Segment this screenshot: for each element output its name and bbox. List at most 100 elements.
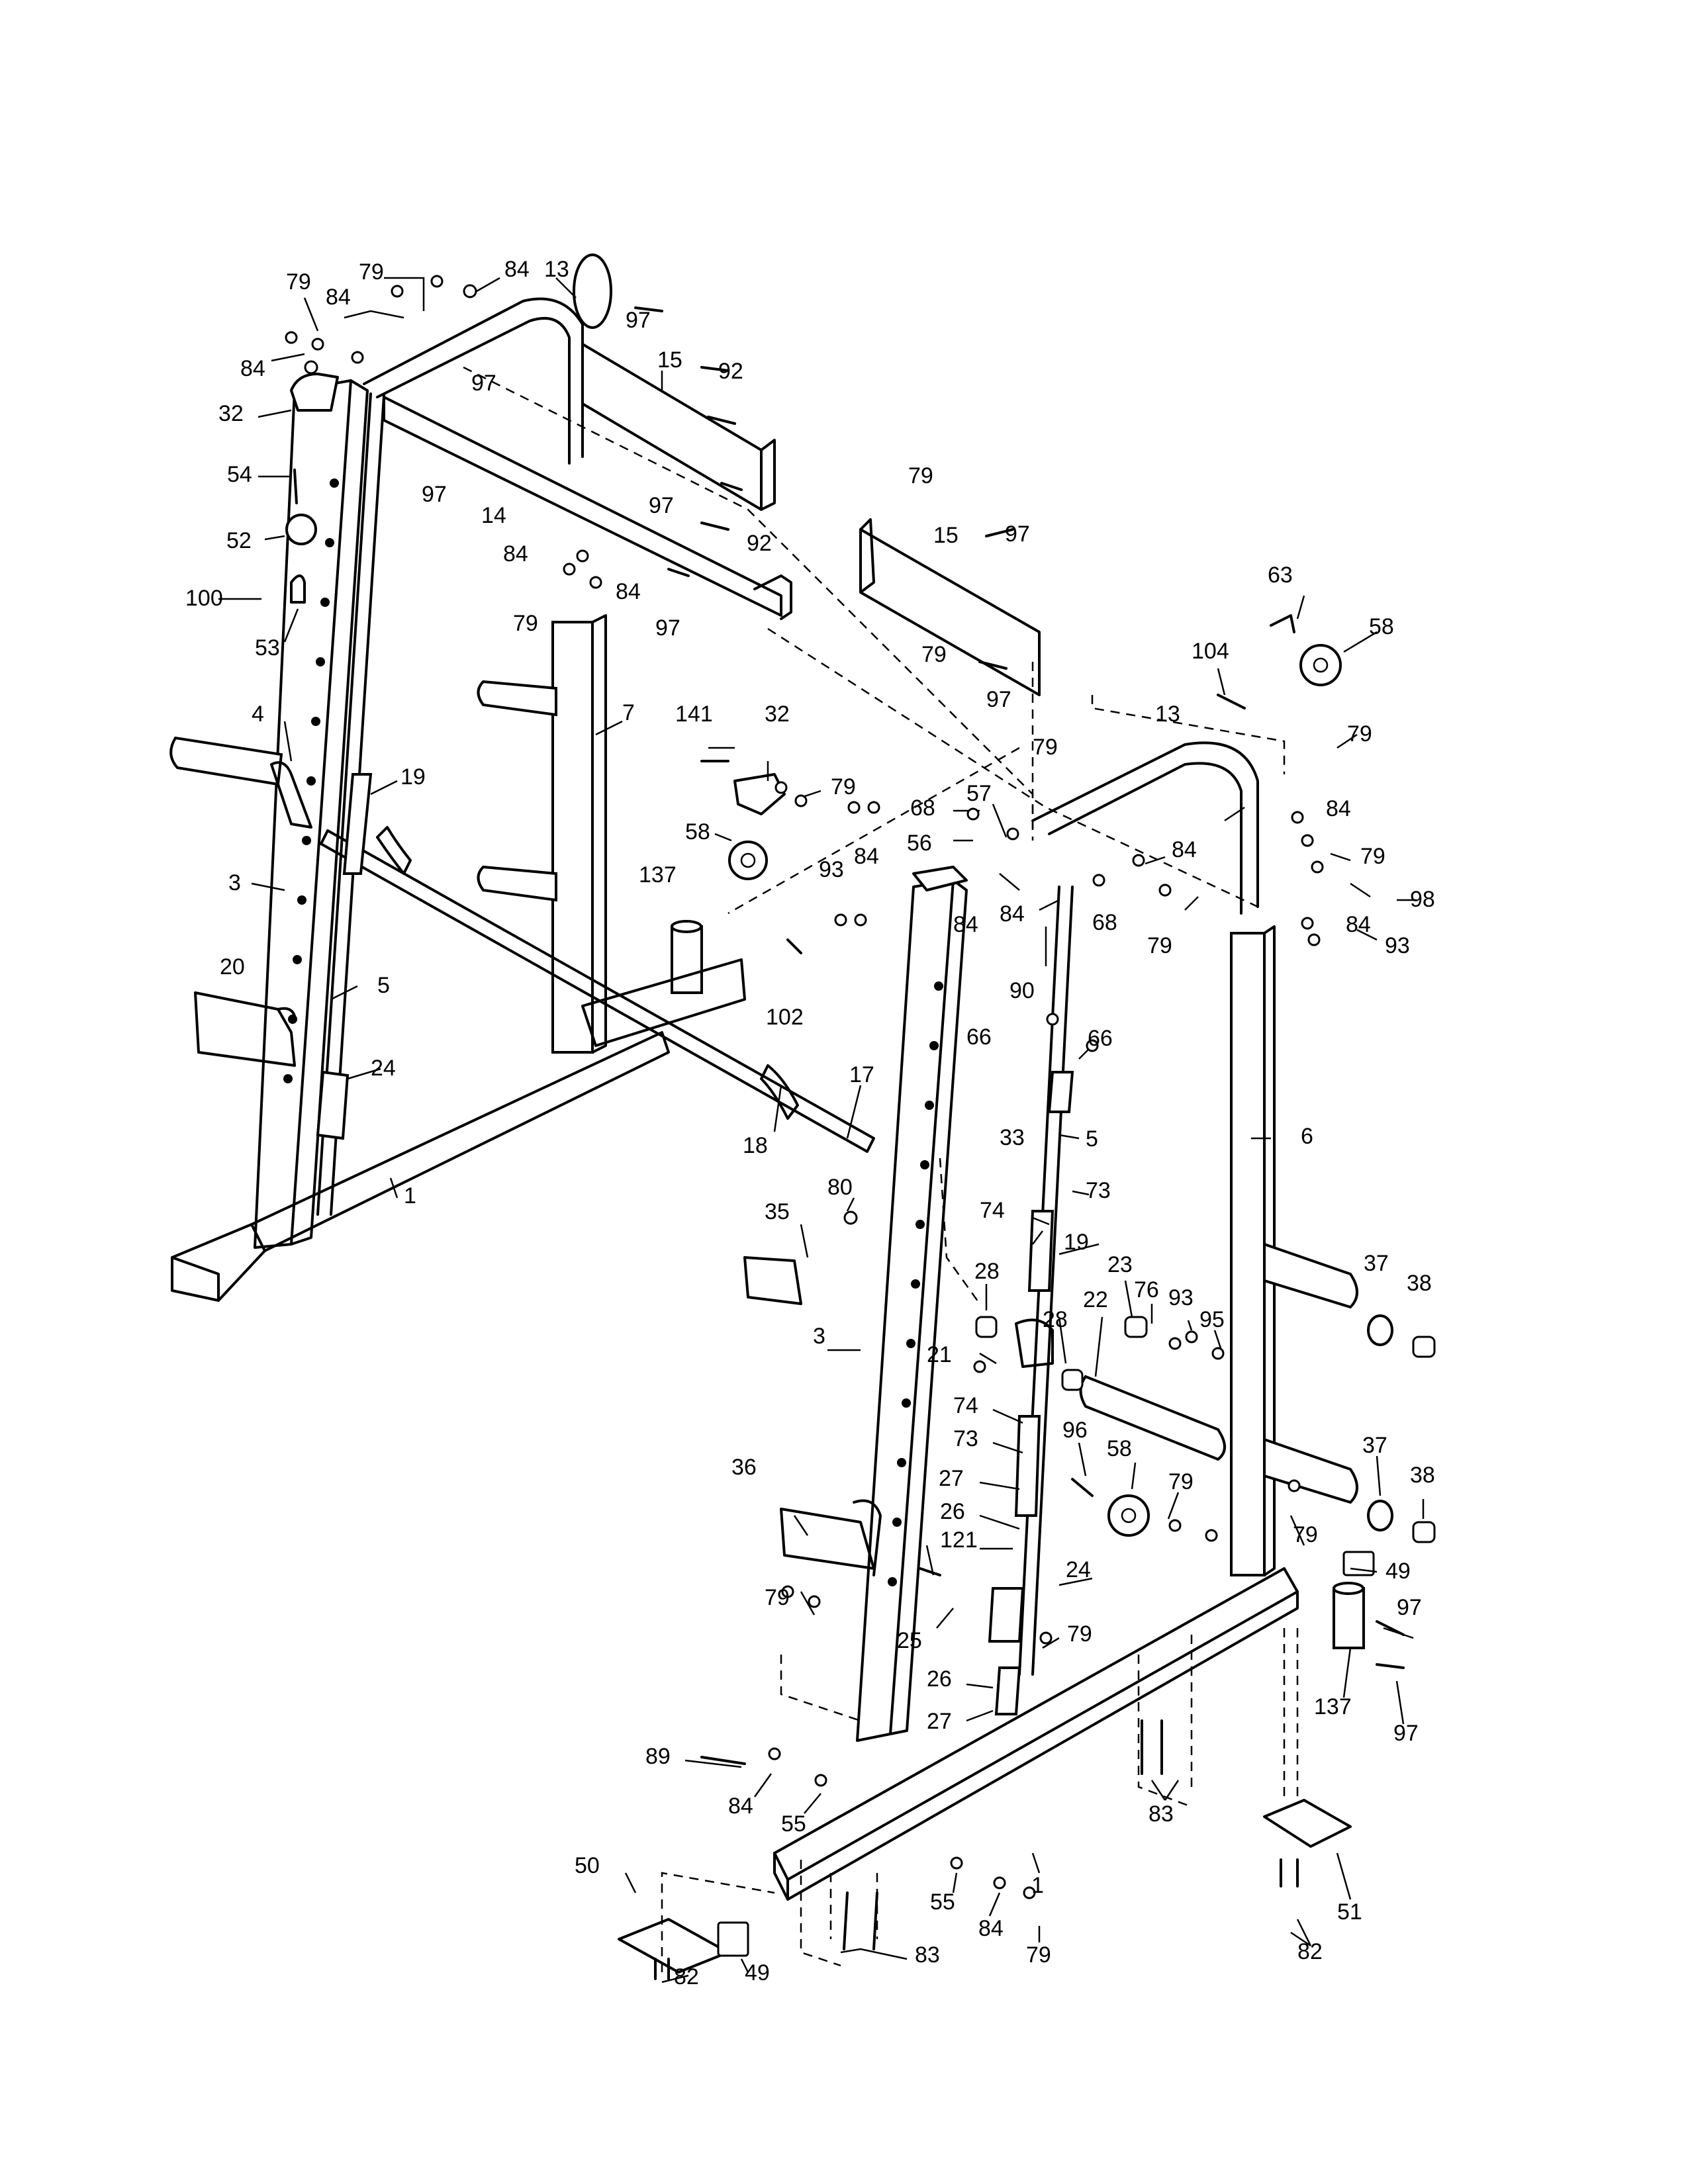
callout: 121 (940, 1527, 978, 1553)
callout: 26 (940, 1499, 965, 1524)
callout: 137 (639, 862, 677, 887)
callout: 66 (966, 1024, 992, 1050)
callout: 100 (185, 586, 223, 611)
callout: 19 (400, 764, 426, 790)
callout: 93 (819, 857, 844, 882)
callout: 84 (1172, 837, 1197, 862)
callout: 79 (921, 642, 947, 667)
callout: 18 (743, 1133, 768, 1158)
callout: 84 (978, 1916, 1004, 1941)
callout: 38 (1407, 1271, 1432, 1296)
callout: 17 (849, 1062, 874, 1087)
callout: 79 (513, 611, 538, 636)
callout: 76 (1134, 1277, 1159, 1302)
callout-labels: 79 79 84 13 84 84 97 15 92 32 97 97 54 1… (185, 257, 1435, 1989)
callout: 28 (974, 1259, 1000, 1284)
callout: 14 (481, 503, 506, 528)
callout: 74 (980, 1198, 1005, 1223)
callout: 84 (326, 285, 351, 310)
callout: 84 (503, 541, 528, 567)
callout: 82 (674, 1964, 699, 1989)
callout: 20 (220, 954, 245, 979)
right-frame (618, 518, 1436, 1974)
callout: 74 (953, 1393, 978, 1418)
callout: 32 (218, 401, 244, 426)
callout: 73 (953, 1426, 978, 1451)
callout: 79 (359, 259, 384, 285)
callout: 84 (953, 912, 978, 937)
callout: 15 (933, 523, 959, 548)
callout: 63 (1268, 563, 1293, 588)
callout: 84 (1326, 796, 1351, 821)
callout: 35 (765, 1199, 790, 1224)
callout: 84 (240, 356, 265, 381)
callout: 83 (915, 1942, 940, 1968)
callout: 32 (765, 702, 790, 727)
callout: 97 (1005, 522, 1030, 547)
callout: 37 (1364, 1251, 1389, 1276)
callout: 104 (1192, 639, 1229, 664)
callout: 6 (1301, 1124, 1313, 1149)
callout: 24 (1066, 1557, 1091, 1582)
callout: 79 (1347, 721, 1372, 747)
callout: 97 (471, 371, 496, 396)
callout: 89 (645, 1744, 671, 1769)
callout: 55 (781, 1811, 806, 1837)
callout: 53 (255, 635, 280, 660)
callout: 55 (930, 1889, 955, 1915)
callout: 137 (1314, 1694, 1352, 1719)
callout: 97 (655, 615, 680, 641)
left-frame (169, 253, 875, 1302)
callout: 79 (1026, 1942, 1051, 1968)
callout: 54 (227, 462, 252, 487)
callout: 51 (1337, 1899, 1362, 1925)
callout: 5 (377, 973, 390, 998)
right-upright-holes (888, 981, 943, 1586)
callout: 84 (1346, 912, 1371, 937)
callout: 90 (1009, 978, 1035, 1003)
callout: 52 (226, 528, 252, 553)
callout: 23 (1107, 1252, 1133, 1277)
callout: 97 (986, 687, 1011, 712)
callout: 80 (827, 1175, 853, 1200)
callout: 28 (1043, 1307, 1068, 1332)
callout: 58 (1107, 1436, 1132, 1461)
callout: 84 (728, 1794, 753, 1819)
callout: 79 (831, 774, 856, 799)
callout: 37 (1362, 1433, 1387, 1458)
callout: 56 (907, 831, 932, 856)
callout: 92 (747, 531, 772, 556)
callout: 79 (1033, 735, 1058, 760)
callout: 84 (1000, 901, 1025, 927)
callout: 93 (1168, 1285, 1194, 1310)
callout: 97 (422, 482, 447, 507)
callout: 5 (1086, 1126, 1098, 1152)
callout: 84 (854, 844, 879, 869)
callout: 24 (371, 1056, 396, 1081)
callout: 95 (1199, 1307, 1225, 1332)
callout: 58 (685, 819, 710, 844)
callout: 79 (286, 269, 311, 295)
callout: 1 (1031, 1873, 1044, 1898)
callout: 93 (1385, 933, 1410, 958)
callout: 79 (1360, 844, 1385, 869)
callout: 19 (1064, 1230, 1089, 1255)
callout: 26 (927, 1666, 952, 1692)
left-upright-holes (283, 478, 339, 1083)
callout: 4 (252, 702, 264, 727)
callout: 36 (731, 1455, 757, 1480)
callout: 92 (718, 359, 743, 384)
leader-lines (218, 277, 1425, 1983)
assembly-lines (463, 366, 1299, 1972)
hardware (285, 275, 1405, 1980)
callout: 22 (1083, 1287, 1108, 1312)
callout: 13 (544, 257, 569, 282)
callout: 66 (1088, 1026, 1113, 1051)
callout: 141 (675, 702, 713, 727)
callout: 79 (765, 1585, 790, 1610)
callout: 49 (745, 1960, 770, 1985)
callout: 15 (657, 347, 682, 373)
callout: 38 (1410, 1463, 1435, 1488)
callout: 84 (504, 257, 530, 282)
callout: 7 (622, 700, 635, 725)
